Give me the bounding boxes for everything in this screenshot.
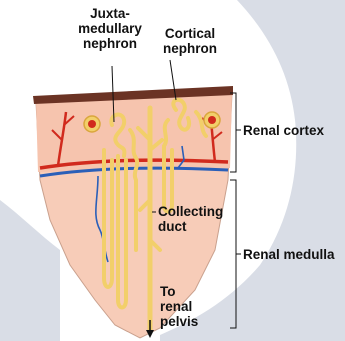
pelvis-line-2: renal [160,299,198,314]
juxtamedullary-label: Juxta- medullary nephron [62,6,158,51]
renal-medulla-label: Renal medulla [243,247,335,262]
cortical-label: Cortical nephron [148,26,232,56]
pelvis-line-1: To [160,284,198,299]
collecting-line-1: Collecting [158,204,223,219]
collecting-line-2: duct [158,219,223,234]
juxtamedullary-glomerulus-capillaries [88,120,96,128]
juxta-line-3: nephron [62,36,158,51]
cortical-line-2: nephron [148,41,232,56]
renal-pelvis-label: To renal pelvis [160,284,198,329]
pelvis-line-3: pelvis [160,314,198,329]
cortical-glomerulus-capillaries [208,116,216,124]
collecting-duct-label: Collecting duct [158,204,223,234]
renal-cortex-label: Renal cortex [243,123,324,138]
juxta-line-2: medullary [62,21,158,36]
juxta-line-1: Juxta- [62,6,158,21]
cortical-line-1: Cortical [148,26,232,41]
